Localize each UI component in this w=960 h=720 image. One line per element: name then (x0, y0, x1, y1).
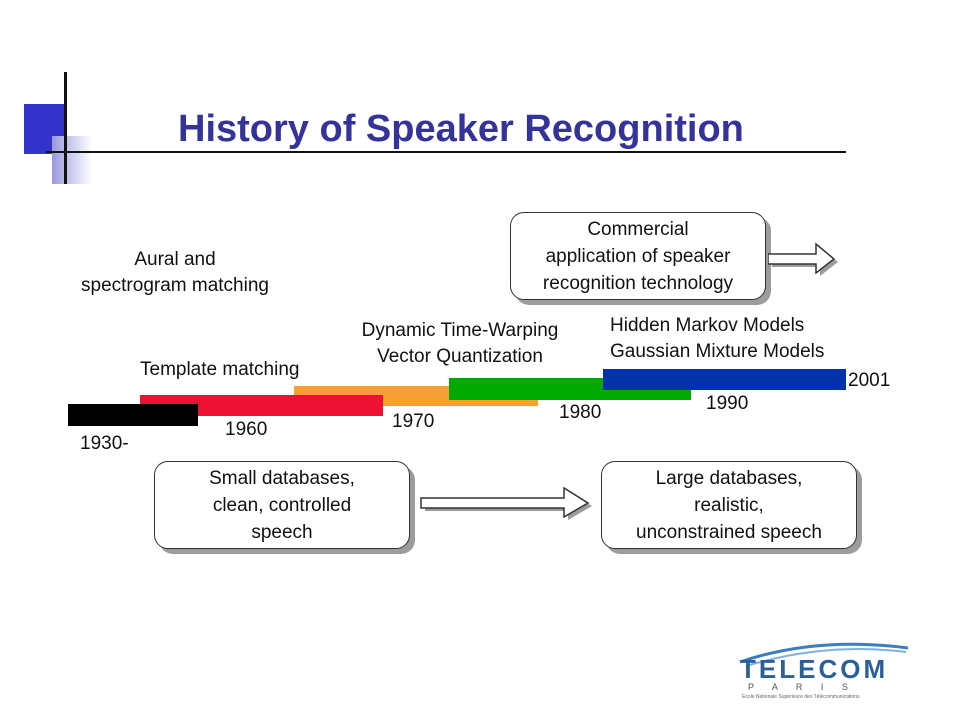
logo-swoosh-icon (739, 642, 909, 667)
year-2001: 2001 (848, 370, 891, 391)
arrow-right-icon (768, 242, 838, 276)
commercial-line1: Commercial (587, 218, 689, 240)
small-databases-box: Small databases, clean, controlled speec… (154, 461, 410, 549)
era-label-template: Template matching (140, 359, 300, 380)
era-label-dtw-line2: Vector Quantization (377, 346, 543, 367)
large-db-line2: realistic, (694, 494, 764, 516)
logo-name: TELECOM (740, 654, 889, 684)
arrow-right-icon (420, 486, 592, 520)
era-label-hmm-line1: Hidden Markov Models (610, 315, 805, 336)
year-1930: 1930- (80, 433, 129, 454)
era-label-dtw-line1: Dynamic Time-Warping (361, 320, 559, 341)
small-db-line1: Small databases, (209, 467, 355, 489)
era-label-aural-line2: spectrogram matching (81, 275, 269, 296)
year-1960: 1960 (225, 419, 268, 440)
commercial-line3: recognition technology (542, 272, 734, 294)
logo-sub: P A R I S (748, 682, 856, 692)
era-label-dtw: Dynamic Time-Warping Vector Quantization (340, 318, 580, 370)
year-1990: 1990 (706, 393, 749, 414)
logo-tagline: Ecole Nationale Supérieure des Télécommu… (742, 694, 860, 700)
small-db-line3: speech (251, 521, 313, 543)
commercial-box: Commercial application of speaker recogn… (510, 212, 766, 300)
accent-horizontal-line (46, 151, 846, 153)
year-1980: 1980 (559, 402, 602, 423)
era-label-aural: Aural and spectrogram matching (62, 247, 288, 299)
accent-square-light (52, 136, 92, 184)
era-bar-1930 (68, 404, 198, 426)
era-label-aural-line1: Aural and (134, 249, 216, 270)
accent-vertical-line (64, 72, 67, 184)
era-bar-1990 (603, 369, 846, 390)
small-db-line2: clean, controlled (212, 494, 352, 516)
telecom-paris-logo: TELECOM P A R I S Ecole Nationale Supéri… (736, 640, 912, 704)
page-title: History of Speaker Recognition (178, 108, 744, 150)
era-label-hmm: Hidden Markov Models Gaussian Mixture Mo… (610, 313, 824, 365)
large-db-line3: unconstrained speech (636, 521, 822, 543)
large-db-line1: Large databases, (655, 467, 803, 489)
year-1970: 1970 (392, 411, 435, 432)
era-bar-1960 (140, 395, 383, 416)
commercial-line2: application of speaker (545, 245, 731, 267)
large-databases-box: Large databases, realistic, unconstraine… (601, 461, 857, 549)
era-label-hmm-line2: Gaussian Mixture Models (610, 341, 825, 362)
